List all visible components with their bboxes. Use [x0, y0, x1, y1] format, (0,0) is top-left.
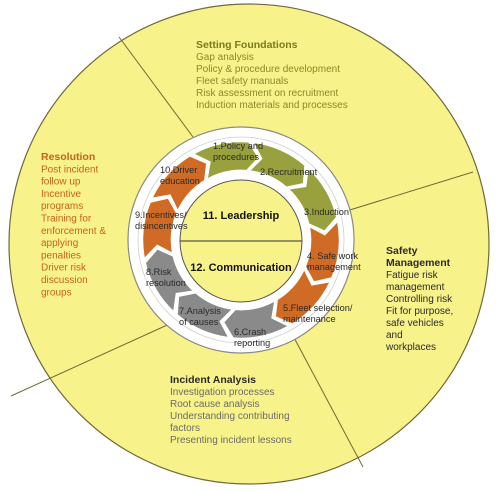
section-item: Understanding contributing — [170, 411, 290, 422]
section-item: Gap analysis — [196, 52, 254, 63]
arrow-segment-risk — [145, 248, 194, 312]
divider-bottom-right — [290, 331, 364, 468]
center-communication-label: 12. Communication — [190, 262, 292, 274]
process-arrows — [142, 141, 340, 339]
section-item: discussion — [41, 275, 88, 286]
section-item: programs — [41, 201, 83, 212]
section-item: and — [386, 330, 403, 341]
section-item: Presenting incident lessons — [170, 435, 292, 446]
arrow-segment-policy — [193, 141, 259, 180]
divider-left — [10, 320, 177, 397]
section-item: workplaces — [385, 342, 436, 353]
section-item: Investigation processes — [170, 387, 275, 398]
arrow-segment-induction — [288, 168, 337, 232]
section-item: enforcement & — [41, 226, 106, 237]
section-item: Incentive — [41, 189, 81, 200]
section-item: follow up — [41, 177, 81, 188]
section-item: penalties — [41, 250, 81, 261]
step-label-induction: 3.Induction — [304, 207, 349, 217]
section-item: Training for — [41, 214, 92, 225]
section-item: Induction materials and processes — [196, 100, 348, 111]
section-item: Policy & procedure development — [196, 64, 340, 75]
divider-right — [326, 171, 474, 218]
arrow-segment-fleet — [275, 269, 331, 324]
section-item: management — [386, 282, 445, 293]
arrow-segment-crash — [223, 300, 289, 339]
step-label-fleet: 5.Fleet selection/maintenance — [283, 303, 353, 324]
section-item: Fit for purpose, — [386, 306, 453, 317]
section-title-incident-analysis: Incident Analysis — [170, 374, 256, 386]
section-item: safe vehicles — [386, 318, 444, 329]
arrow-segment-driver-ed — [151, 156, 207, 211]
section-item: Controlling risk — [386, 294, 453, 305]
process-ring-inner-line — [137, 136, 345, 344]
divider-top-left — [118, 36, 194, 138]
section-title-resolution: Resolution — [41, 151, 95, 163]
section-item: factors — [170, 423, 200, 434]
section-item: Fatigue risk — [386, 270, 439, 281]
arrow-segment-safe-work — [305, 221, 340, 282]
step-label-recruitment: 2.Recruitment — [260, 167, 318, 177]
section-item: Driver risk — [41, 263, 87, 274]
section-title-setting-foundations: Setting Foundations — [196, 39, 298, 51]
section-item: Post incident — [41, 164, 98, 175]
section-item: applying — [41, 238, 78, 249]
section-item: Root cause analysis — [170, 399, 260, 410]
arrow-segment-incentives — [142, 198, 177, 259]
arrow-segment-analysis — [177, 292, 233, 338]
center-leadership-label: 11. Leadership — [203, 210, 280, 222]
section-item: Risk assessment on recruitment — [196, 88, 338, 99]
arrow-segment-recruitment — [249, 142, 305, 188]
step-label-incentives: 9.Incentives/disincentives — [135, 210, 188, 231]
section-item: Fleet safety manuals — [196, 76, 288, 87]
section-item: groups — [41, 287, 72, 298]
